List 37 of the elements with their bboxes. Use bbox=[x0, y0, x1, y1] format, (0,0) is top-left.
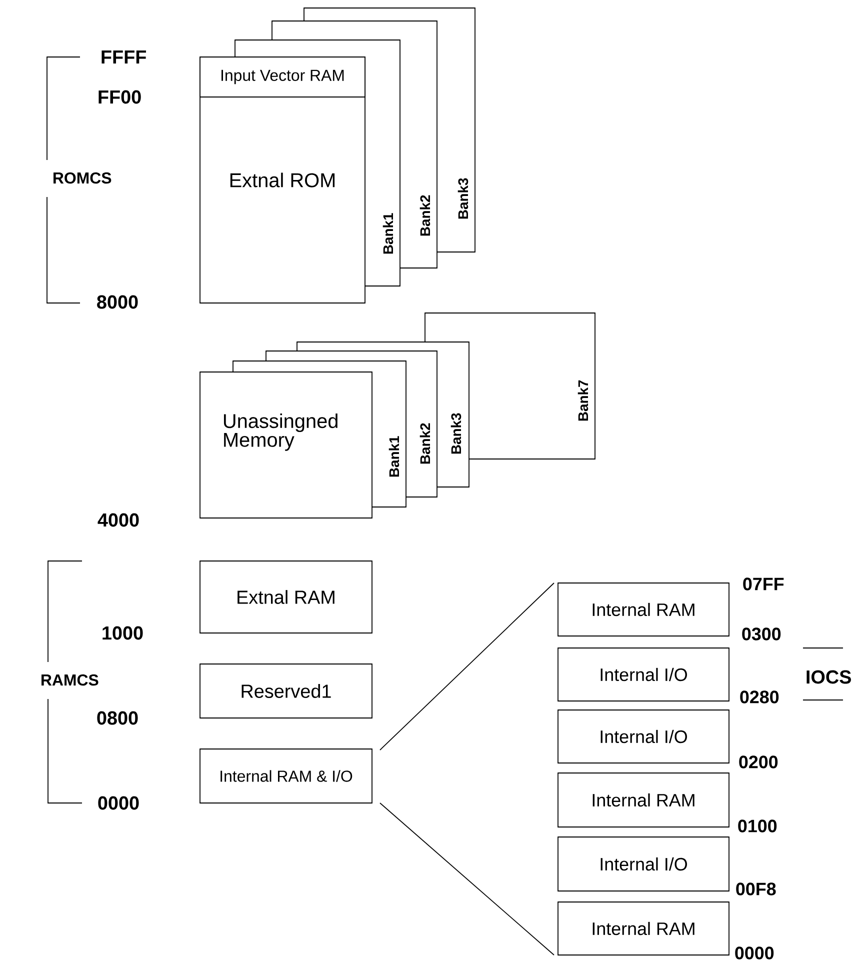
signal-label: IOCS bbox=[806, 670, 851, 684]
bank-label: Bank7 bbox=[578, 380, 588, 421]
address-label: 00F8 bbox=[736, 882, 776, 896]
memory-box: Internal RAM bbox=[558, 582, 730, 636]
memory-box: Internal RAM bbox=[558, 772, 730, 828]
address-label: 0100 bbox=[738, 820, 777, 832]
memory-page: Unassingned Memory bbox=[200, 372, 372, 518]
bank-label: Bank3 bbox=[458, 178, 468, 219]
memory-box: Internal RAM bbox=[558, 902, 730, 956]
bank-label: Bank1 bbox=[388, 436, 400, 477]
address-label: FF00 bbox=[98, 90, 141, 104]
address-label: 0280 bbox=[740, 690, 779, 704]
signal-label: RAMCS bbox=[42, 674, 98, 686]
address-label: 0200 bbox=[739, 756, 778, 768]
connector-line bbox=[380, 582, 554, 750]
address-label: 07FF bbox=[743, 578, 784, 590]
signal-label: ROMCS bbox=[54, 172, 112, 184]
address-label: FFFF bbox=[102, 50, 146, 64]
address-label: 0000 bbox=[98, 796, 139, 810]
address-label: 0000 bbox=[735, 946, 774, 960]
bank-label: Bank2 bbox=[420, 423, 430, 464]
memory-box: Internal I/O bbox=[558, 710, 730, 764]
address-label: 1000 bbox=[102, 626, 143, 640]
memory-box: Internal I/O bbox=[558, 836, 730, 892]
address-label: 8000 bbox=[97, 295, 138, 309]
memory-box: Reserved1 bbox=[200, 664, 372, 718]
memory-region-box: Input Vector RAM bbox=[200, 56, 366, 98]
memory-box: Internal I/O bbox=[558, 648, 730, 702]
address-label: 4000 bbox=[98, 513, 139, 527]
bank-label: Bank1 bbox=[382, 213, 394, 254]
bank-label: Bank2 bbox=[420, 195, 430, 236]
address-label: 0800 bbox=[97, 711, 138, 725]
address-label: 0300 bbox=[742, 628, 781, 640]
connector-line bbox=[380, 802, 554, 956]
memory-box: Extnal RAM bbox=[200, 560, 372, 634]
memory-box: Internal RAM & I/O bbox=[200, 748, 372, 804]
bank-label: Bank3 bbox=[450, 413, 462, 454]
